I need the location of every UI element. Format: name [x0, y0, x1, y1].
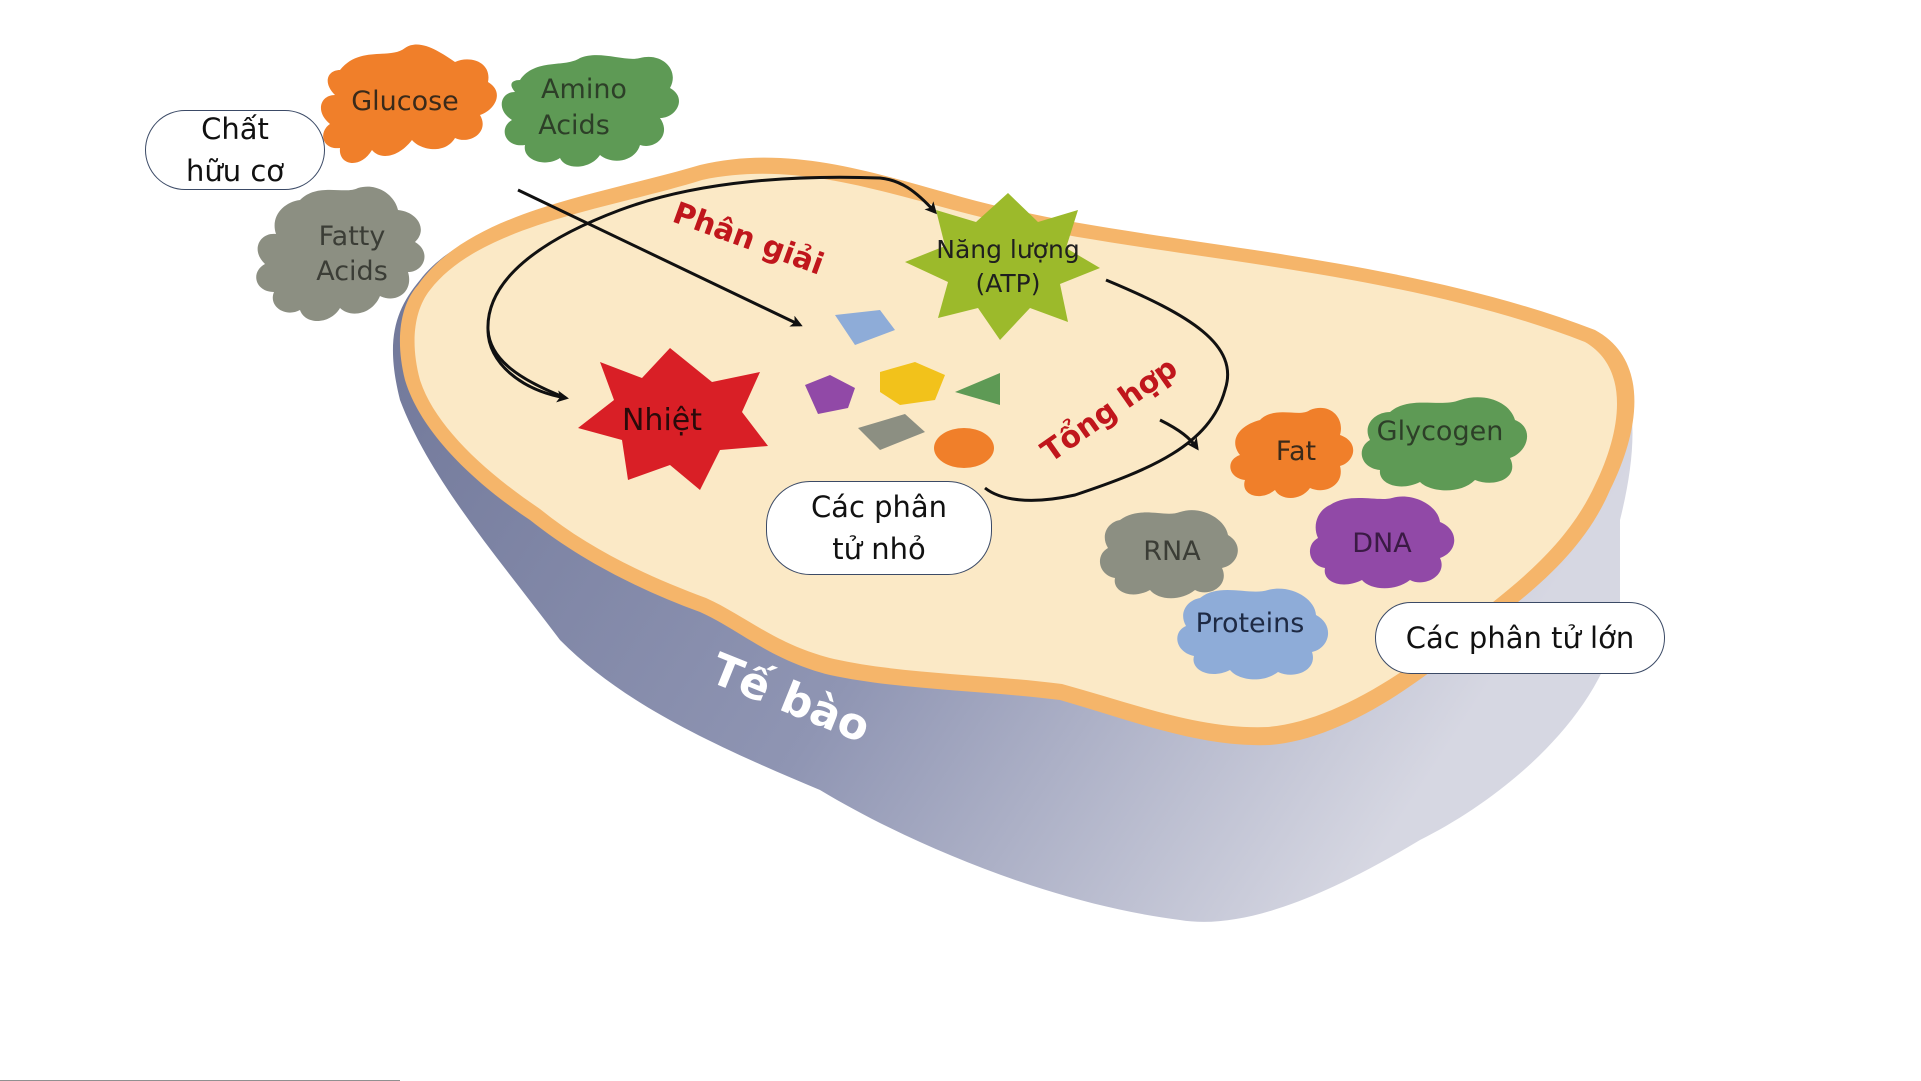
amino-acids-blob: Amino Acids	[502, 55, 679, 166]
fatty-acids-label-line2: Acids	[316, 256, 388, 287]
glycogen-label: Glycogen	[1377, 416, 1504, 447]
organic-matter-bubble: Chất hữu cơ	[145, 110, 325, 190]
small-molecules-line1: Các phân	[811, 486, 947, 528]
large-molecules-bubble: Các phân tử lớn	[1375, 602, 1665, 674]
energy-label-line1: Năng lượng	[936, 235, 1079, 264]
amino-acids-label-line2: Acids	[538, 110, 610, 141]
proteins-blob: Proteins	[1177, 589, 1328, 680]
organic-matter-line2: hữu cơ	[186, 150, 284, 192]
rna-blob: RNA	[1100, 510, 1238, 598]
heat-label: Nhiệt	[622, 403, 702, 438]
proteins-label: Proteins	[1196, 608, 1305, 639]
energy-label-line2: (ATP)	[975, 269, 1040, 298]
small-molecule-orange	[934, 428, 994, 468]
fatty-acids-label-line1: Fatty	[319, 221, 386, 252]
amino-acids-label-line1: Amino	[541, 74, 627, 105]
glucose-blob: Glucose	[321, 45, 497, 163]
organic-matter-line1: Chất	[186, 108, 284, 150]
fatty-acids-blob: Fatty Acids	[256, 187, 424, 321]
small-molecules-bubble: Các phân tử nhỏ	[766, 481, 992, 575]
small-molecules-line2: tử nhỏ	[811, 528, 947, 570]
dna-label: DNA	[1352, 528, 1412, 559]
dna-blob: DNA	[1310, 497, 1454, 589]
large-molecules-label: Các phân tử lớn	[1406, 617, 1635, 659]
rna-label: RNA	[1143, 536, 1201, 567]
fat-label: Fat	[1276, 436, 1316, 467]
glucose-label: Glucose	[351, 86, 459, 117]
